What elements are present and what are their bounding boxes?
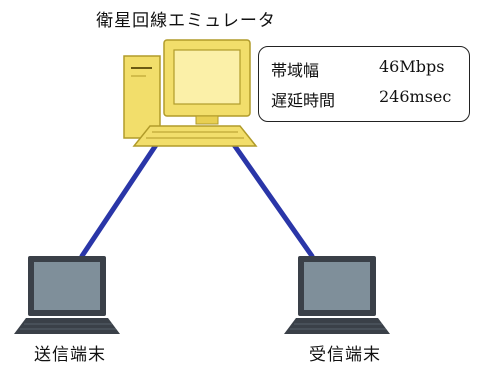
link-receiver: [229, 139, 315, 259]
spec-label: 遅延時間: [271, 91, 336, 110]
spec-value: 46Mbps: [379, 57, 445, 76]
sender-label: 送信端末: [34, 345, 106, 365]
link-sender: [79, 139, 161, 259]
sender-laptop-icon: [14, 256, 120, 334]
receiver-laptop-icon: [284, 256, 390, 334]
emulator-title: 衛星回線エミュレータ: [96, 11, 276, 31]
spec-row-delay: 遅延時間 246msec: [271, 87, 461, 111]
spec-value: 246msec: [379, 87, 452, 106]
spec-box: 帯域幅 46Mbps 遅延時間 246msec: [258, 46, 470, 122]
spec-row-bandwidth: 帯域幅 46Mbps: [271, 57, 461, 81]
receiver-label: 受信端末: [309, 345, 381, 365]
spec-label: 帯域幅: [271, 61, 320, 80]
desktop-computer-icon: [123, 39, 258, 147]
